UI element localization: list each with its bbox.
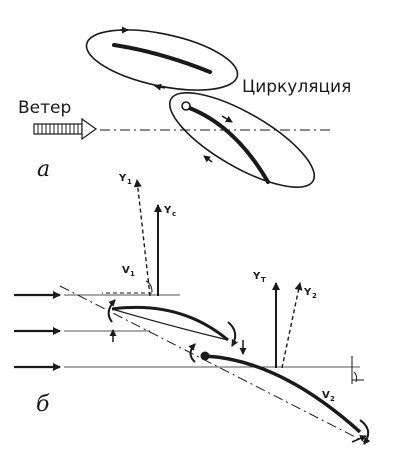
flow-arrow-main-leading bbox=[188, 343, 196, 363]
circulation-loop-upper bbox=[85, 29, 239, 91]
circulation-arrow-lower-1 bbox=[221, 115, 233, 123]
jib-sail-lower-edge bbox=[111, 308, 229, 341]
mast-point-b bbox=[200, 351, 210, 361]
label-v1: V bbox=[122, 265, 130, 276]
circulation-arrow-upper-2 bbox=[154, 83, 166, 91]
label-yt-sub: T bbox=[261, 276, 266, 284]
vector-y1 bbox=[133, 179, 151, 297]
circulation-loop-lower bbox=[168, 92, 316, 188]
circulation-arrow-lower-2 bbox=[203, 155, 213, 163]
sail-chord-line bbox=[59, 285, 366, 443]
vector-y2 bbox=[281, 282, 303, 369]
panel-a-label: а bbox=[37, 157, 50, 182]
panel-a: Ветер Циркуляция а bbox=[18, 26, 351, 188]
flow-arrow-main-trailing bbox=[359, 419, 371, 445]
label-yc-sub: c bbox=[172, 210, 176, 218]
label-y1-sub: 1 bbox=[127, 178, 132, 186]
panel-b-label: б bbox=[36, 392, 50, 417]
label-yc: Y bbox=[163, 205, 172, 216]
sail-upper bbox=[112, 43, 212, 74]
label-v2: V bbox=[322, 390, 330, 401]
label-yt: Y bbox=[252, 271, 261, 282]
mast-point bbox=[181, 101, 191, 111]
label-y2: Y bbox=[303, 287, 312, 298]
angle-arc-v2 bbox=[353, 371, 358, 383]
main-sail bbox=[204, 354, 362, 434]
label-y2-sub: 2 bbox=[312, 292, 317, 300]
flow-arrow-main-tip bbox=[351, 435, 367, 443]
wind-arrow-icon bbox=[33, 117, 98, 141]
circulation-label: Циркуляция bbox=[242, 77, 351, 97]
wind-label: Ветер bbox=[18, 98, 71, 118]
sail-lower bbox=[185, 105, 270, 184]
label-v1-sub: 1 bbox=[130, 270, 135, 278]
label-y1: Y bbox=[118, 173, 127, 184]
jib-sail bbox=[111, 305, 229, 342]
flow-arrow-jib-trailing bbox=[227, 321, 239, 347]
label-v2-sub: 2 bbox=[330, 395, 335, 403]
panel-b: Y 1 Y c V 1 Y T Y 2 V 2 б bbox=[14, 173, 371, 445]
angle-arc-v1 bbox=[145, 280, 153, 293]
flow-arrow-jib-leading bbox=[107, 299, 116, 323]
